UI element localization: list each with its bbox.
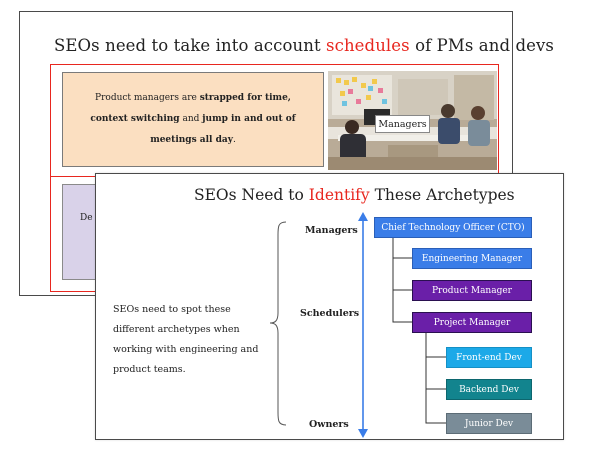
node-backend-dev: Backend Dev bbox=[446, 379, 532, 400]
photo-label-managers: Managers bbox=[375, 115, 430, 133]
front-slide-title: SEOs Need to Identify These Archetypes bbox=[194, 186, 515, 204]
front-slide: SEOs Need to Identify These Archetypes S… bbox=[95, 173, 564, 440]
node-junior-dev: Junior Dev bbox=[446, 413, 532, 434]
archetype-description: SEOs need to spot these different archet… bbox=[113, 304, 259, 375]
node-project-manager: Project Manager bbox=[412, 312, 532, 333]
node-frontend-dev: Front-end Dev bbox=[446, 347, 532, 368]
node-cto: Chief Technology Officer (CTO) bbox=[374, 217, 532, 238]
title-highlight: schedules bbox=[326, 36, 410, 55]
back-slide-title: SEOs need to take into account schedules… bbox=[54, 36, 554, 55]
role-label-owners: Owners bbox=[309, 419, 349, 430]
product-manager-note: Product managers are strapped for time, … bbox=[62, 72, 324, 167]
node-product-manager: Product Manager bbox=[412, 280, 532, 301]
curly-brace bbox=[269, 221, 287, 426]
role-label-schedulers: Schedulers bbox=[300, 308, 360, 319]
role-label-managers: Managers bbox=[305, 225, 358, 236]
node-engineering-manager: Engineering Manager bbox=[412, 248, 532, 269]
back-slide: SEOs need to take into account schedules… bbox=[19, 11, 554, 296]
title-highlight: Identify bbox=[308, 186, 370, 204]
hierarchy-arrow bbox=[358, 212, 368, 438]
